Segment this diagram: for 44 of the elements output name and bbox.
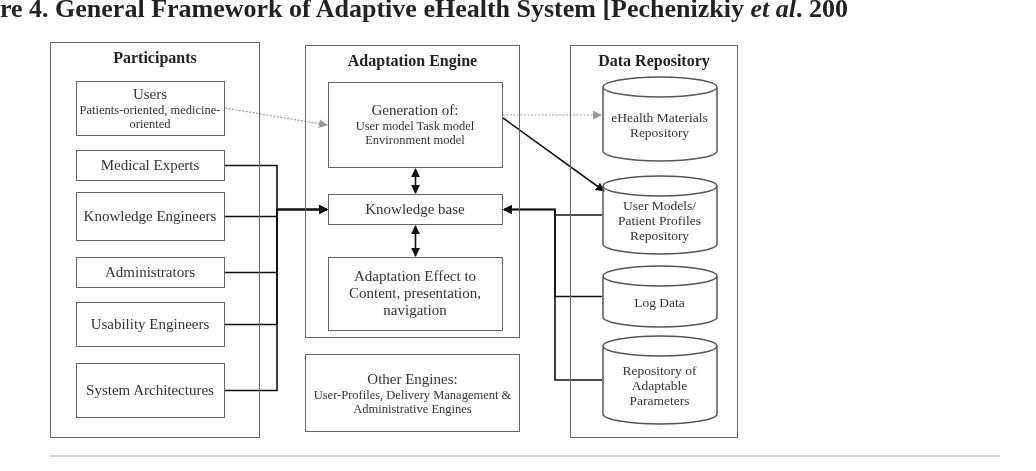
box-title: Medical Experts (100, 156, 200, 174)
arrow (411, 225, 420, 257)
box-title: Repository of Adaptable Parameters (621, 363, 698, 408)
database-cylinder (601, 75, 718, 162)
box-title: System Architectures (86, 381, 214, 399)
box-title: Users (132, 85, 168, 103)
dotted-arrow (502, 110, 602, 120)
process-box (327, 193, 503, 225)
process-box (327, 256, 503, 331)
arrow (503, 205, 603, 381)
box-title: User Models/ Patient Profiles Repository (617, 198, 702, 243)
process-box (75, 301, 225, 347)
database-cylinder (601, 264, 718, 328)
box-title: Generation of: (371, 102, 459, 119)
box-title: Administrators (105, 263, 195, 281)
group-heading: Participants (113, 49, 197, 67)
database-cylinder (601, 334, 718, 425)
process-box (75, 191, 225, 241)
box-title: Knowledge Engineers (83, 207, 217, 225)
box-detail: Patients-oriented, medicine-oriented (78, 102, 222, 131)
database-cylinder (601, 174, 718, 255)
box-title: Other Engines: (367, 370, 458, 388)
process-box (75, 256, 225, 288)
process-box (75, 80, 225, 136)
box-title: Usability Engineers (90, 315, 210, 333)
box-title: Log Data (633, 294, 686, 310)
process-box (75, 149, 225, 181)
box-title: eHealth Materials Repository (610, 109, 709, 140)
group-panel (570, 45, 738, 438)
group-heading: Adaptation Engine (347, 52, 478, 70)
box-title: Knowledge base (365, 200, 465, 218)
group-panel (50, 42, 260, 438)
arrow (224, 205, 328, 392)
group-panel (305, 45, 520, 338)
box-detail: User model Task model Environment model (354, 119, 476, 147)
arrow (502, 117, 605, 192)
box-title: Adaptation Effect to Content, presentation, navigation (347, 268, 483, 319)
group-heading: Data Repository (598, 52, 710, 70)
dotted-arrow (224, 107, 328, 129)
process-box (327, 81, 503, 168)
arrow (411, 168, 420, 194)
box-detail: User-Profiles, Delivery Management & Administrative Engines (312, 387, 513, 416)
process-box (305, 354, 520, 432)
process-box (75, 362, 225, 418)
